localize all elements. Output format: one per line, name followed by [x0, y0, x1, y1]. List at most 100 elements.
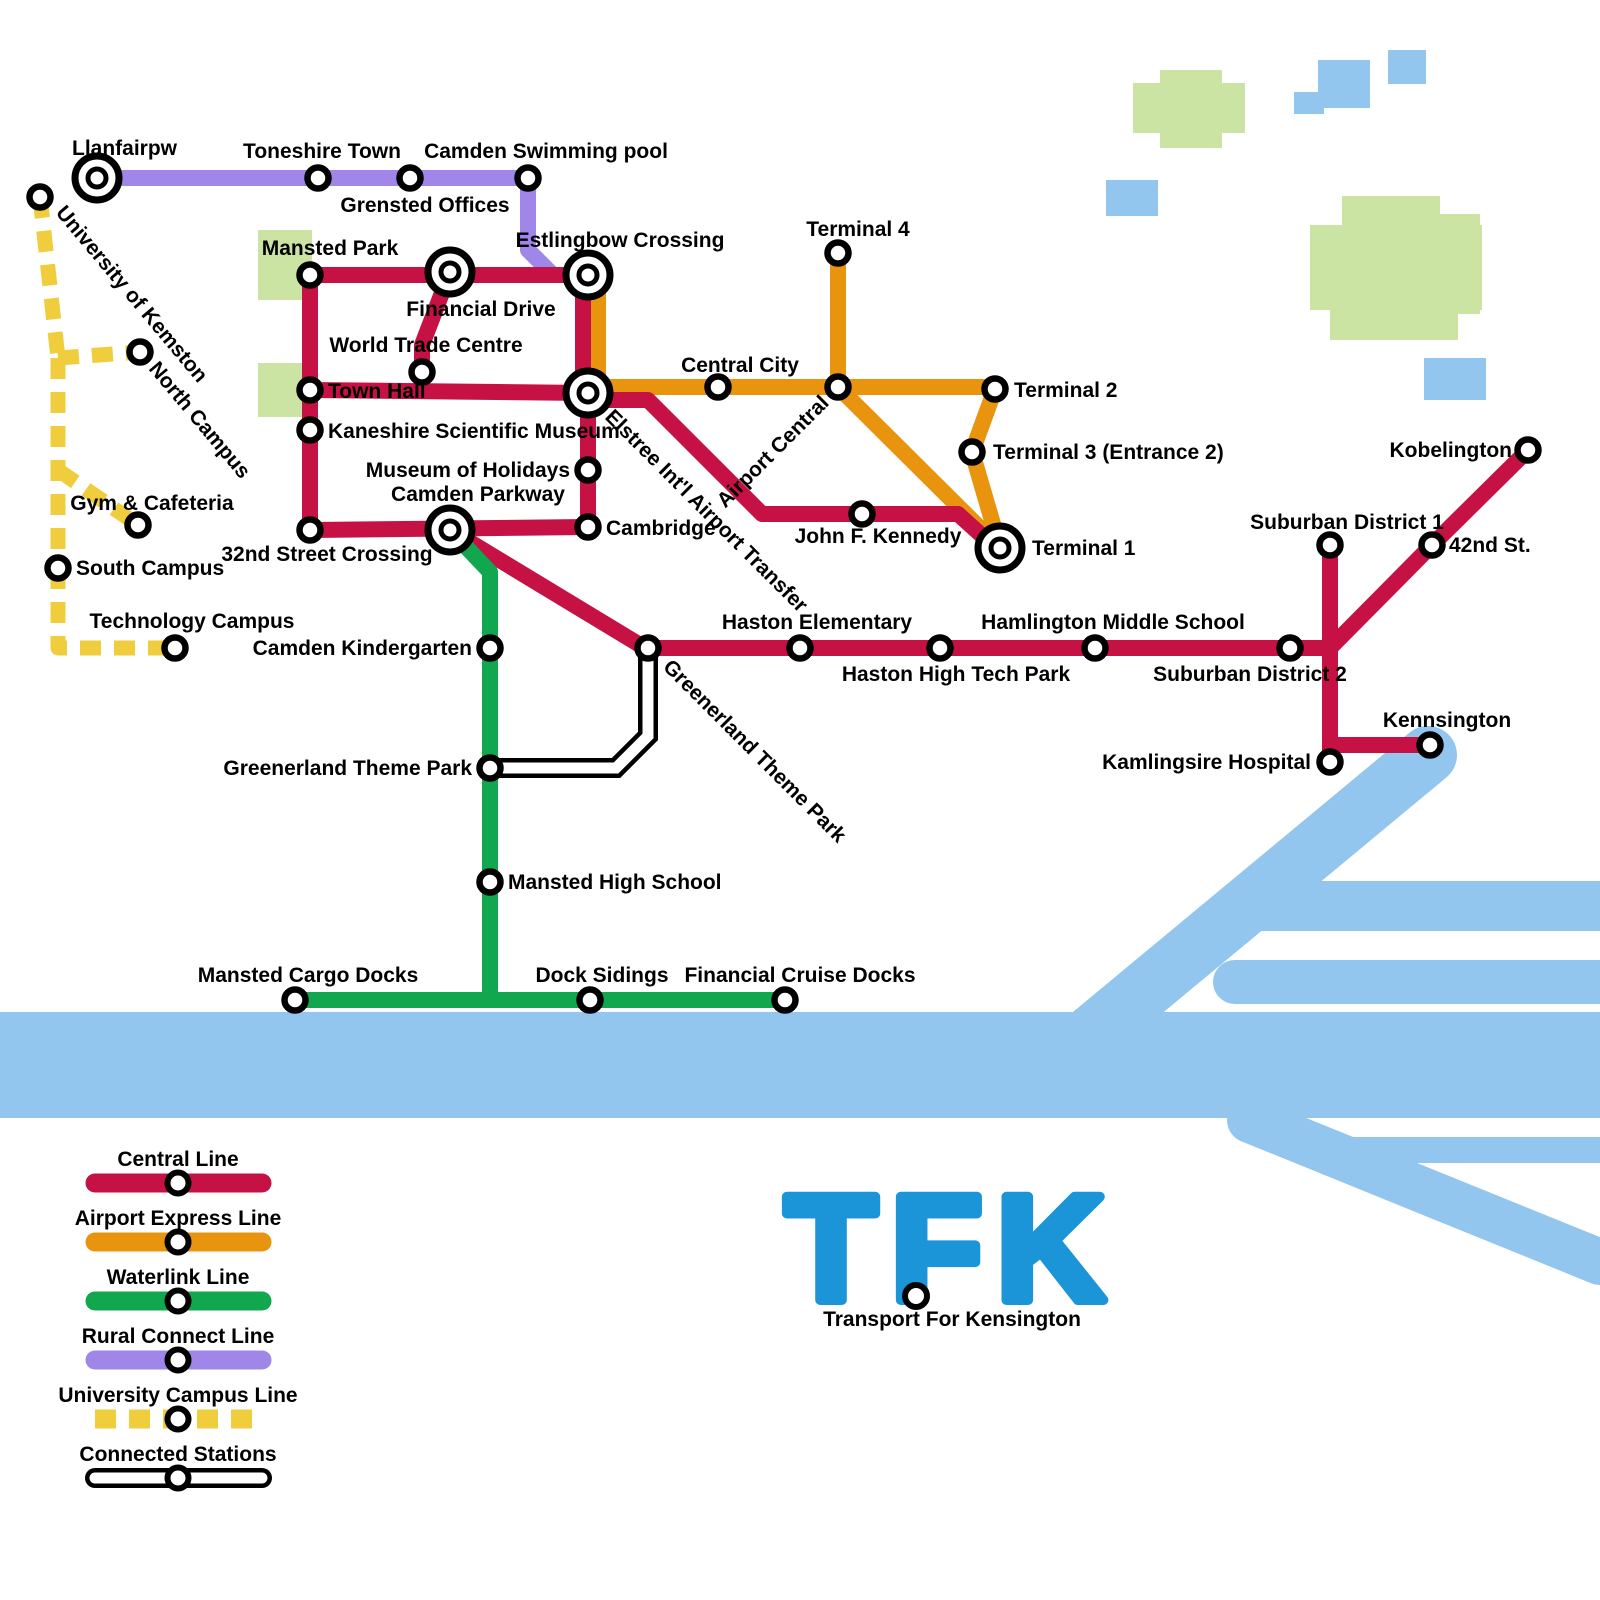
station-label: Gym & Cafeteria	[70, 492, 234, 515]
station-marker	[296, 261, 324, 289]
station-suburban-district-2	[1276, 634, 1304, 662]
station-marker	[576, 986, 604, 1014]
legend-item-university-campus: University Campus Line	[58, 1384, 298, 1433]
legend-label: Waterlink Line	[107, 1266, 250, 1289]
island	[1160, 70, 1222, 148]
stations	[26, 152, 1542, 1014]
interchange-marker-inner	[576, 381, 600, 405]
station-terminal-1	[974, 522, 1026, 574]
station-kamlingsire-hospital	[1316, 748, 1344, 776]
station-marker	[1276, 634, 1304, 662]
station-label: Mansted Park	[262, 237, 399, 260]
line-segment	[580, 392, 1008, 560]
station-marker	[396, 164, 424, 192]
station-label: Camden Parkway	[391, 483, 565, 506]
station-label: Technology Campus	[90, 610, 295, 633]
station-terminal-3-entrance-2	[958, 438, 986, 466]
line-segment	[50, 568, 175, 656]
station-label: Central City	[681, 354, 799, 377]
station-john-f-kennedy	[848, 500, 876, 528]
interchange-marker-inner	[988, 536, 1012, 560]
station-label: Financial Drive	[406, 298, 555, 321]
station-marker	[281, 986, 309, 1014]
station-42nd-st	[1418, 531, 1446, 559]
station-label: Town Hall	[328, 380, 426, 403]
lake	[1388, 50, 1426, 84]
logo-station-icon	[902, 1282, 930, 1310]
station-label: Mansted Cargo Docks	[198, 964, 419, 987]
station-greenerland-theme-park	[476, 754, 504, 782]
station-marker	[771, 986, 799, 1014]
station-marker	[704, 373, 732, 401]
station-university-of-kemston	[26, 183, 54, 211]
station-label: Haston Elementary	[722, 611, 913, 634]
lake	[1318, 60, 1370, 108]
station-label: 32nd Street Crossing	[221, 543, 432, 566]
line-segment	[53, 463, 143, 532]
station-camden-swimming-pool	[514, 164, 542, 192]
station-marker	[126, 338, 154, 366]
connected-stations-link	[490, 652, 658, 778]
station-marker	[304, 164, 332, 192]
station-marker	[634, 634, 662, 662]
station-label: Terminal 3 (Entrance 2)	[993, 441, 1224, 464]
station-marker	[574, 513, 602, 541]
station-terminal-2	[981, 375, 1009, 403]
station-marker	[926, 634, 954, 662]
station-haston-high-tech-park	[926, 634, 954, 662]
station-kobelington	[1514, 436, 1542, 464]
station-mansted-park	[296, 261, 324, 289]
station-label: Terminal 2	[1014, 379, 1117, 402]
station-marker	[1316, 531, 1344, 559]
line-connected	[490, 652, 658, 778]
station-central-city	[704, 373, 732, 401]
legend-label: University Campus Line	[58, 1384, 297, 1407]
station-marker	[476, 754, 504, 782]
station-label: Hamlington Middle School	[981, 611, 1245, 634]
station-marker	[981, 375, 1009, 403]
station-town-hall	[296, 376, 324, 404]
legend-item-connected: Connected Stations	[79, 1443, 277, 1492]
station-grensted-offices	[396, 164, 424, 192]
station-label: South Campus	[76, 557, 224, 580]
station-toneshire-town	[304, 164, 332, 192]
station-marker	[124, 511, 152, 539]
station-label: World Trade Centre	[329, 334, 522, 357]
station-label: John F. Kennedy	[795, 525, 962, 548]
station-world-trade-centre	[408, 358, 436, 386]
tfk-logo-subtitle: Transport For Kensington	[823, 1308, 1081, 1331]
station-label: Kaneshire Scientific Museum	[328, 420, 620, 443]
legend-station-marker	[164, 1287, 192, 1315]
station-label: Financial Cruise Docks	[684, 964, 915, 987]
station-marker	[1416, 731, 1444, 759]
legend-station-marker	[164, 1228, 192, 1256]
legend-station-marker	[164, 1405, 192, 1433]
lake	[1106, 180, 1158, 216]
line-segment	[302, 382, 596, 401]
station-label: Kobelington	[1390, 439, 1512, 462]
land-features	[258, 70, 1482, 417]
station-marker	[958, 438, 986, 466]
legend-label: Airport Express Line	[75, 1207, 282, 1230]
legend-item-airport-express: Airport Express Line	[75, 1207, 282, 1256]
station-marker	[848, 500, 876, 528]
island	[1412, 214, 1480, 314]
station-label: Terminal 1	[1032, 537, 1136, 560]
station-label: Mansted High School	[508, 871, 722, 894]
lake	[1424, 358, 1486, 400]
river-arm	[1227, 1097, 1600, 1285]
station-museum-of-holidays	[574, 456, 602, 484]
connected-stations-link-fill	[490, 652, 654, 774]
station-marker	[1418, 531, 1446, 559]
legend-item-waterlink: Waterlink Line	[85, 1266, 272, 1315]
station-label: Airport Central	[712, 391, 833, 512]
station-label: Llanfairpw	[72, 137, 178, 160]
station-marker	[44, 554, 72, 582]
station-technology-campus	[161, 634, 189, 662]
station-llanfairpw	[71, 152, 123, 204]
station-marker	[1514, 436, 1542, 464]
station-marker	[476, 634, 504, 662]
station-marker	[296, 416, 324, 444]
station-mansted-high-school	[476, 868, 504, 896]
